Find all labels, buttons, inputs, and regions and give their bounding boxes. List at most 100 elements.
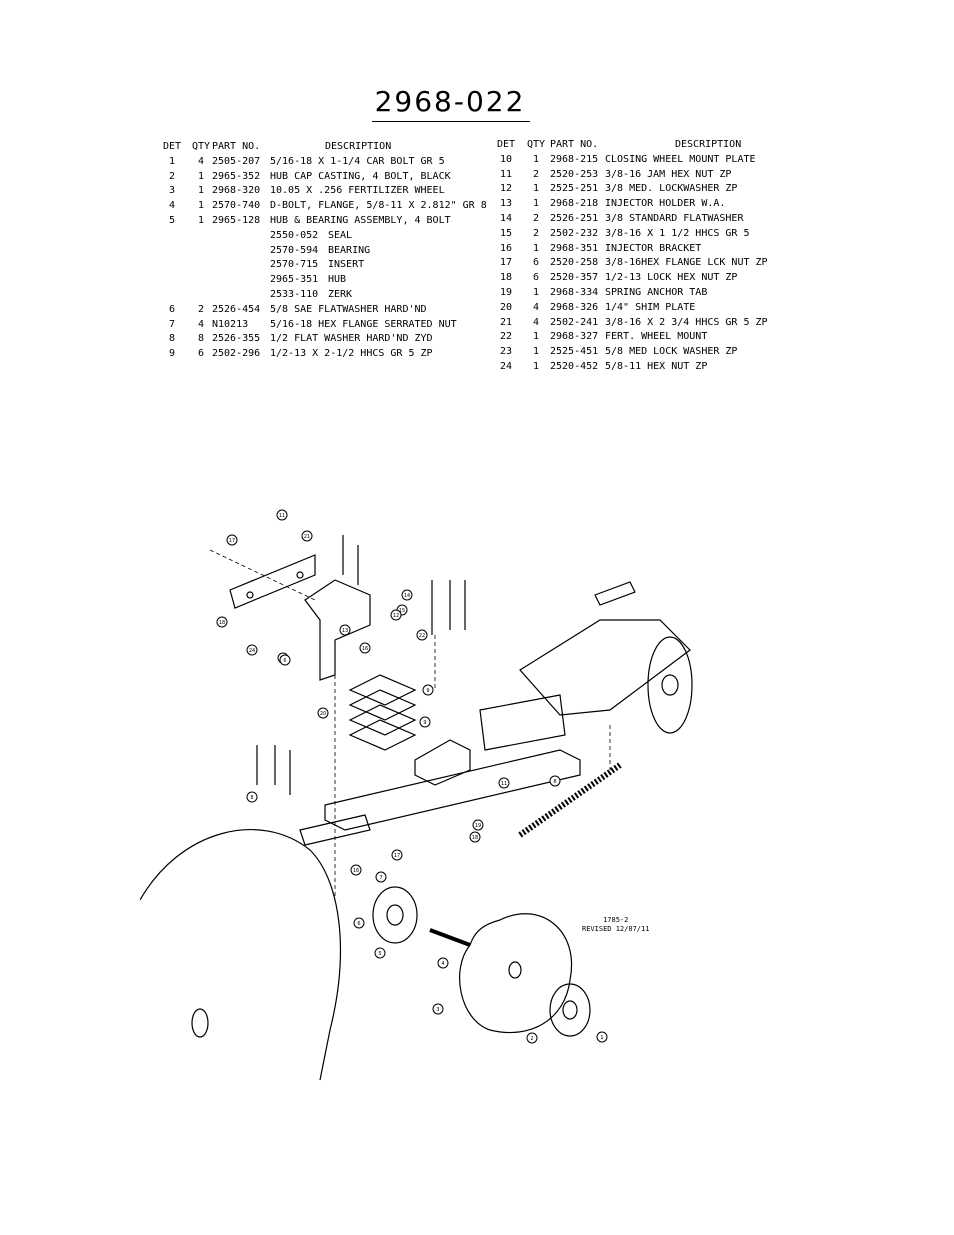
description-cell: HUB & BEARING ASSEMBLY, 4 BOLT bbox=[270, 214, 451, 226]
part-number-cell: 2968-334 bbox=[550, 286, 599, 298]
description-cell: 3/8-16 JAM HEX NUT ZP bbox=[605, 168, 732, 180]
det-cell: 13 bbox=[499, 198, 513, 210]
callout-label: 17 bbox=[394, 853, 400, 859]
closing-arm bbox=[519, 619, 691, 716]
exploded-assembly-drawing: 1711211514122213182423616920911819181681… bbox=[140, 509, 693, 1081]
callout-bubble bbox=[350, 864, 362, 876]
part-number-cell: 2968-327 bbox=[550, 331, 599, 343]
description-cell: 3/8-16HEX FLANGE LCK NUT ZP bbox=[605, 257, 768, 269]
callout-bubble bbox=[596, 1031, 608, 1043]
description-cell: D-BOLT, FLANGE, 5/8-11 X 2.812" GR 8 bbox=[270, 200, 487, 212]
callout-bubble bbox=[375, 871, 387, 883]
description-cell: HUB bbox=[328, 274, 347, 286]
description-cell: SPRING ANCHOR TAB bbox=[605, 286, 708, 298]
hub-bearing bbox=[549, 983, 591, 1037]
det-cell: 1 bbox=[168, 155, 176, 167]
qty-cell: 1 bbox=[197, 200, 205, 212]
part-number-cell: 2533-110 bbox=[270, 288, 319, 300]
callout-label: 13 bbox=[342, 628, 348, 634]
callout-label: 12 bbox=[393, 613, 399, 619]
header-det: DET bbox=[496, 139, 516, 150]
description-cell: FERT. WHEEL MOUNT bbox=[605, 331, 708, 343]
part-number-cell: 2965-352 bbox=[212, 170, 261, 182]
callout-bubble bbox=[374, 947, 386, 959]
shim-plate bbox=[348, 674, 417, 706]
part-number-cell: 2526-355 bbox=[212, 333, 261, 345]
det-cell: 4 bbox=[168, 200, 176, 212]
part-number-cell: 2526-454 bbox=[212, 303, 261, 315]
part-number-cell: 2502-241 bbox=[550, 316, 599, 328]
det-cell: 18 bbox=[499, 272, 513, 284]
title-underline bbox=[372, 121, 530, 122]
part-number-cell: N10213 bbox=[212, 318, 249, 330]
det-cell: 5 bbox=[168, 214, 176, 226]
det-cell: 23 bbox=[499, 346, 513, 358]
det-cell: 12 bbox=[499, 183, 513, 195]
part-number-cell: 2502-232 bbox=[550, 227, 599, 239]
d-bolt bbox=[429, 928, 471, 947]
part-number-cell: 2570-715 bbox=[270, 259, 319, 271]
qty-cell: 6 bbox=[532, 257, 540, 269]
callout-label: 15 bbox=[399, 608, 405, 614]
closing-wheel bbox=[140, 829, 342, 1081]
callout-label: 14 bbox=[404, 593, 410, 599]
callout-bubble bbox=[359, 642, 371, 654]
callout-label: 18 bbox=[219, 620, 225, 626]
part-number-cell: 2502-296 bbox=[212, 348, 261, 360]
main-frame bbox=[324, 749, 581, 831]
callout-label: 8 bbox=[553, 779, 556, 785]
table-header: DET QTY PART NO. DESCRIPTION bbox=[495, 138, 795, 153]
description-cell: 1/2-13 LOCK HEX NUT ZP bbox=[605, 272, 738, 284]
callout-label: 8 bbox=[250, 795, 253, 801]
det-cell: 21 bbox=[499, 316, 513, 328]
callout-label: 11 bbox=[279, 513, 285, 519]
description-cell: HUB CAP CASTING, 4 BOLT, BLACK bbox=[270, 170, 451, 182]
revision-date: REVISED 12/07/11 bbox=[582, 925, 650, 933]
description-cell: INJECTOR HOLDER W.A. bbox=[605, 198, 726, 210]
callout-bubble bbox=[276, 509, 288, 521]
part-number-cell: 2520-357 bbox=[550, 272, 599, 284]
handle bbox=[594, 581, 636, 606]
qty-cell: 1 bbox=[532, 153, 540, 165]
frame-bar bbox=[299, 814, 371, 846]
qty-cell: 1 bbox=[532, 331, 540, 343]
fertilizer-wheel bbox=[459, 913, 573, 1034]
description-cell: 10.05 X .256 FERTILIZER WHEEL bbox=[270, 185, 445, 197]
callout-group: 1711211514122213182423616920911819181681… bbox=[216, 509, 608, 1044]
callout-label: 16 bbox=[362, 646, 368, 652]
description-cell: INSERT bbox=[328, 259, 365, 271]
description-cell: 3/8 MED. LOCKWASHER ZP bbox=[605, 183, 738, 195]
qty-cell: 2 bbox=[197, 303, 205, 315]
callout-label: 9 bbox=[426, 688, 429, 694]
callout-label: 5 bbox=[378, 951, 381, 957]
callout-bubble bbox=[279, 654, 291, 666]
description-cell: ZERK bbox=[328, 288, 353, 300]
callout-label: 1 bbox=[600, 1035, 603, 1041]
qty-cell: 4 bbox=[532, 301, 540, 313]
callout-label: 4 bbox=[441, 961, 444, 967]
qty-cell: 1 bbox=[532, 198, 540, 210]
description-cell: CLOSING WHEEL MOUNT PLATE bbox=[605, 153, 756, 165]
injector-bracket bbox=[304, 579, 371, 681]
det-cell: 17 bbox=[499, 257, 513, 269]
qty-cell: 2 bbox=[532, 212, 540, 224]
callout-bubble bbox=[526, 1032, 538, 1044]
callout-bubble bbox=[216, 616, 228, 628]
header-description: DESCRIPTION bbox=[675, 139, 742, 150]
